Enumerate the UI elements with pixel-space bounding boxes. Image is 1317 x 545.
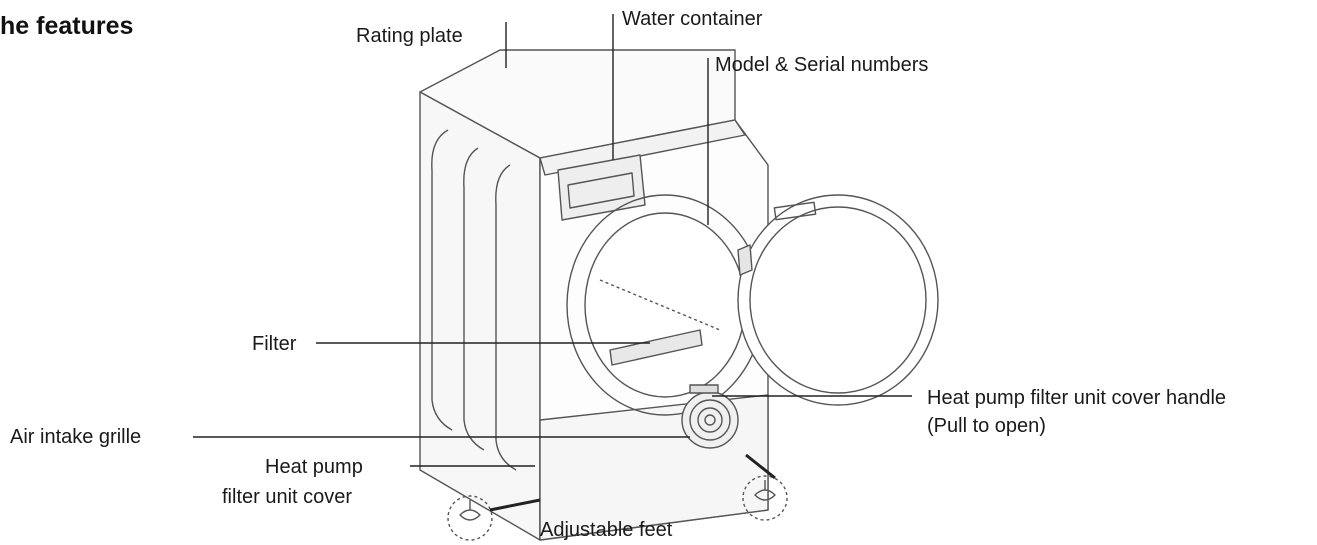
label-heat-pump-cover-line1: Heat pump xyxy=(265,456,363,478)
section-heading: he features xyxy=(0,12,134,40)
cover-handle xyxy=(689,384,719,394)
label-heat-pump-handle-line1: Heat pump filter unit cover handle xyxy=(927,387,1227,409)
lint-filter xyxy=(609,329,703,366)
label-adjustable-feet: Adjustable feet xyxy=(540,519,673,541)
label-filter: Filter xyxy=(252,333,297,355)
side-rib xyxy=(495,164,517,471)
open-door xyxy=(737,194,939,406)
label-model-serial: Model & Serial numbers xyxy=(715,54,929,76)
label-rating-plate: Rating plate xyxy=(356,25,463,47)
side-rib xyxy=(431,129,453,431)
foot-right xyxy=(742,475,788,521)
leader-feet-right xyxy=(745,453,776,480)
foot-left xyxy=(447,495,493,541)
label-water-container: Water container xyxy=(622,8,763,30)
control-strip xyxy=(539,119,746,176)
side-rib xyxy=(463,147,485,451)
label-heat-pump-cover-line2: filter unit cover xyxy=(222,486,353,508)
label-heat-pump-handle-line2: (Pull to open) xyxy=(927,415,1046,437)
leader-feet-left xyxy=(489,498,541,512)
dryer-side-panel xyxy=(419,91,541,541)
door-opening-inner xyxy=(584,212,746,398)
label-air-intake: Air intake grille xyxy=(10,426,142,448)
